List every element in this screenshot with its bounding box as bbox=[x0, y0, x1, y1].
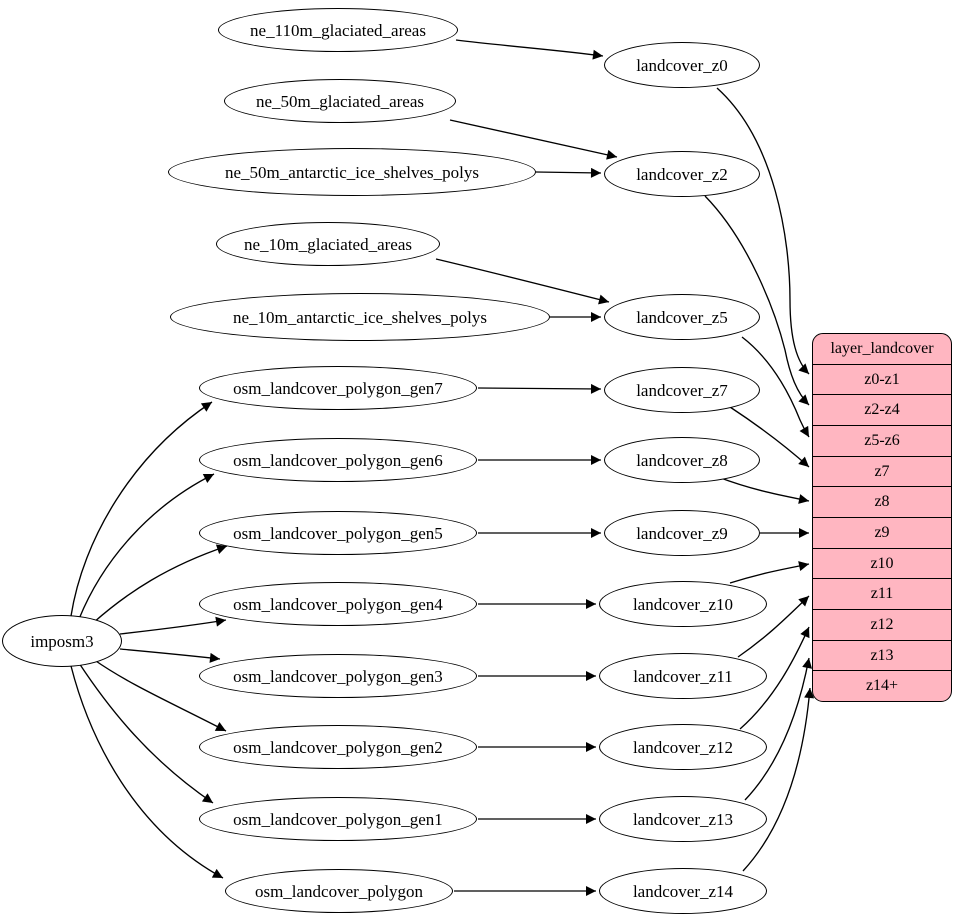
record-row-z8: z8 bbox=[813, 486, 951, 517]
edge-imposm3-to-gen2 bbox=[92, 658, 227, 732]
node-osm-landcover-polygon-gen7: osm_landcover_polygon_gen7 bbox=[199, 366, 477, 410]
node-ne-10m-glaciated-areas: ne_10m_glaciated_areas bbox=[216, 222, 440, 266]
edge-gen7-to-z7 bbox=[477, 383, 602, 394]
node-landcover-z12: landcover_z12 bbox=[599, 724, 767, 770]
record-row-z2-z4: z2-z4 bbox=[813, 394, 951, 425]
node-ne-110m-glaciated-areas: ne_110m_glaciated_areas bbox=[218, 8, 458, 52]
node-ne-50m-glaciated-areas: ne_50m_glaciated_areas bbox=[224, 79, 456, 123]
node-ne-10m-antarctic-ice-shelves-polys: ne_10m_antarctic_ice_shelves_polys bbox=[170, 293, 550, 341]
edge-imposm3-to-gen4 bbox=[119, 616, 227, 635]
edge-z8-to-row-z8 bbox=[717, 476, 810, 504]
edge-imposm3-to-gen5 bbox=[92, 544, 228, 624]
node-landcover-z8: landcover_z8 bbox=[604, 437, 760, 483]
node-landcover-z13: landcover_z13 bbox=[599, 796, 767, 842]
node-landcover-z2: landcover_z2 bbox=[604, 151, 760, 197]
node-landcover-z9: landcover_z9 bbox=[604, 510, 760, 556]
edge-z7-to-row-z7 bbox=[729, 406, 810, 468]
record-row-z0-z1: z0-z1 bbox=[813, 363, 951, 395]
record-title: layer_landcover bbox=[830, 339, 934, 357]
node-osm-landcover-polygon-gen1: osm_landcover_polygon_gen1 bbox=[199, 797, 477, 841]
node-osm-landcover-polygon: osm_landcover_polygon bbox=[225, 869, 453, 913]
edge-ne110m-glaciated-to-z0 bbox=[455, 39, 604, 60]
record-layer-landcover: layer_landcover z0-z1 z2-z4 z5-z6 z7 z8 … bbox=[812, 333, 952, 702]
node-osm-landcover-polygon-gen6: osm_landcover_polygon_gen6 bbox=[199, 438, 477, 482]
node-osm-landcover-polygon-gen4: osm_landcover_polygon_gen4 bbox=[199, 582, 477, 626]
node-ne-50m-antarctic-ice-shelves-polys: ne_50m_antarctic_ice_shelves_polys bbox=[168, 148, 536, 196]
edge-z10-to-row-z10 bbox=[729, 561, 810, 584]
edge-z0-to-row-z0-z1 bbox=[716, 87, 810, 375]
edge-z11-to-row-z11 bbox=[737, 595, 810, 658]
edge-z14-to-row-z14plus bbox=[742, 687, 815, 872]
edge-z2-to-row-z2-z4 bbox=[704, 195, 810, 406]
record-row-z5-z6: z5-z6 bbox=[813, 425, 951, 456]
record-row-z11: z11 bbox=[813, 578, 951, 609]
node-landcover-z10: landcover_z10 bbox=[599, 581, 767, 627]
record-row-z12: z12 bbox=[813, 609, 951, 640]
edge-ne10m-glaciated-to-z5 bbox=[435, 258, 610, 305]
edge-ne50m-antarctic-to-z2 bbox=[535, 167, 602, 178]
edge-imposm3-to-gen3 bbox=[119, 648, 221, 663]
node-osm-landcover-polygon-gen2: osm_landcover_polygon_gen2 bbox=[199, 725, 477, 769]
edge-imposm3-to-gen7 bbox=[70, 401, 213, 617]
node-landcover-z14: landcover_z14 bbox=[599, 868, 767, 914]
node-osm-landcover-polygon-gen5: osm_landcover_polygon_gen5 bbox=[199, 511, 477, 555]
record-row-z7: z7 bbox=[813, 455, 951, 487]
node-landcover-z5: landcover_z5 bbox=[604, 294, 760, 340]
record-row-z13: z13 bbox=[813, 639, 951, 671]
edge-imposm3-to-gen1 bbox=[78, 662, 214, 804]
edge-z13-to-row-z13 bbox=[744, 657, 813, 801]
edge-z12-to-row-z12 bbox=[739, 626, 810, 730]
record-row-z9: z9 bbox=[813, 517, 951, 548]
edge-z5-to-row-z5-z6 bbox=[741, 336, 810, 438]
node-imposm3: imposm3 bbox=[2, 615, 122, 667]
edge-ne50m-glaciated-to-z2 bbox=[449, 119, 618, 160]
edge-imposm3-to-gen6 bbox=[78, 473, 215, 620]
node-osm-landcover-polygon-gen3: osm_landcover_polygon_gen3 bbox=[199, 654, 477, 698]
node-landcover-z11: landcover_z11 bbox=[599, 653, 767, 699]
record-row-z10: z10 bbox=[813, 547, 951, 579]
node-landcover-z0: landcover_z0 bbox=[604, 42, 760, 88]
edge-imposm3-to-polygon bbox=[70, 665, 224, 879]
record-row-z14plus: z14+ bbox=[813, 670, 951, 701]
node-landcover-z7: landcover_z7 bbox=[604, 367, 760, 413]
